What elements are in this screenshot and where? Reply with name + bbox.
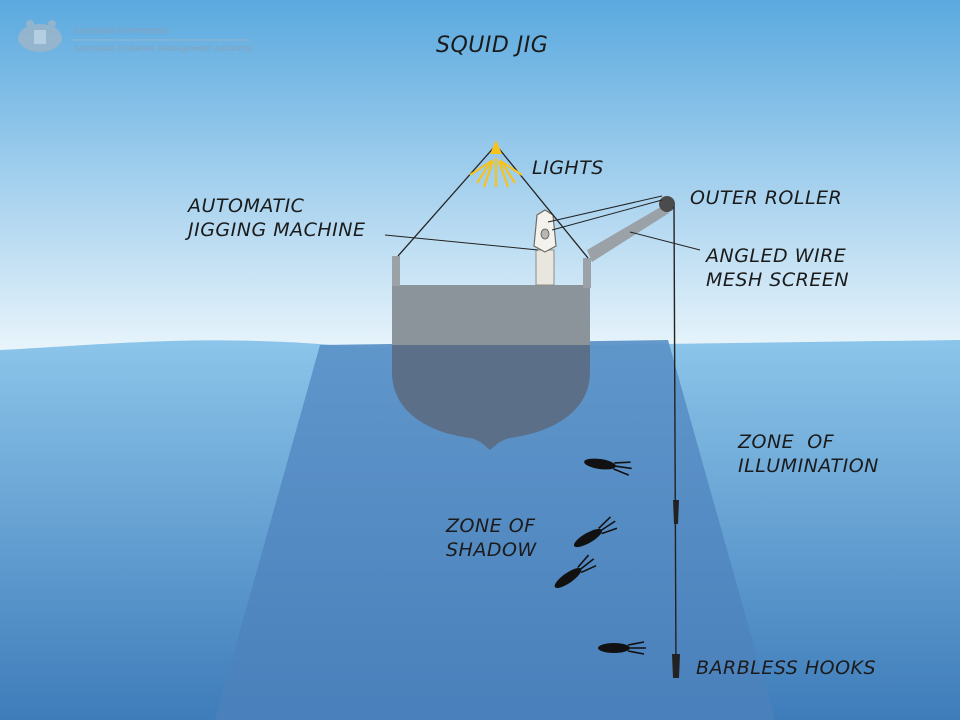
label-mesh-screen: ANGLED WIRE MESH SCREEN	[706, 245, 850, 291]
label-barbless-hooks: BARBLESS HOOKS	[696, 657, 877, 679]
illumination-zone	[215, 340, 775, 720]
squid-icon	[598, 641, 646, 655]
label-outer-roller: OUTER ROLLER	[690, 187, 843, 209]
label-zone-illumination: ZONE OF ILLUMINATION	[738, 431, 879, 477]
vessel-hull	[392, 205, 669, 450]
diagram-title: SQUID JIG	[436, 33, 549, 58]
label-zone-shadow: ZONE OF SHADOW	[446, 515, 537, 561]
label-jigging-machine: AUTOMATIC JIGGING MACHINE	[188, 195, 366, 241]
org-line-2: Australian Fisheries Management Authorit…	[74, 44, 253, 53]
squid-icon	[554, 554, 597, 589]
jig-line	[672, 205, 680, 678]
label-lights: LIGHTS	[532, 157, 604, 179]
squid-icon	[584, 458, 632, 476]
org-line-1: Australian Government	[74, 26, 169, 35]
outer-roller-icon	[659, 196, 675, 212]
lamp-icon	[469, 140, 523, 188]
squid-icon	[573, 516, 618, 548]
squid-group	[554, 458, 646, 655]
jigging-machine	[533, 209, 557, 286]
leader-lines	[384, 195, 701, 251]
government-crest-icon	[18, 20, 62, 52]
